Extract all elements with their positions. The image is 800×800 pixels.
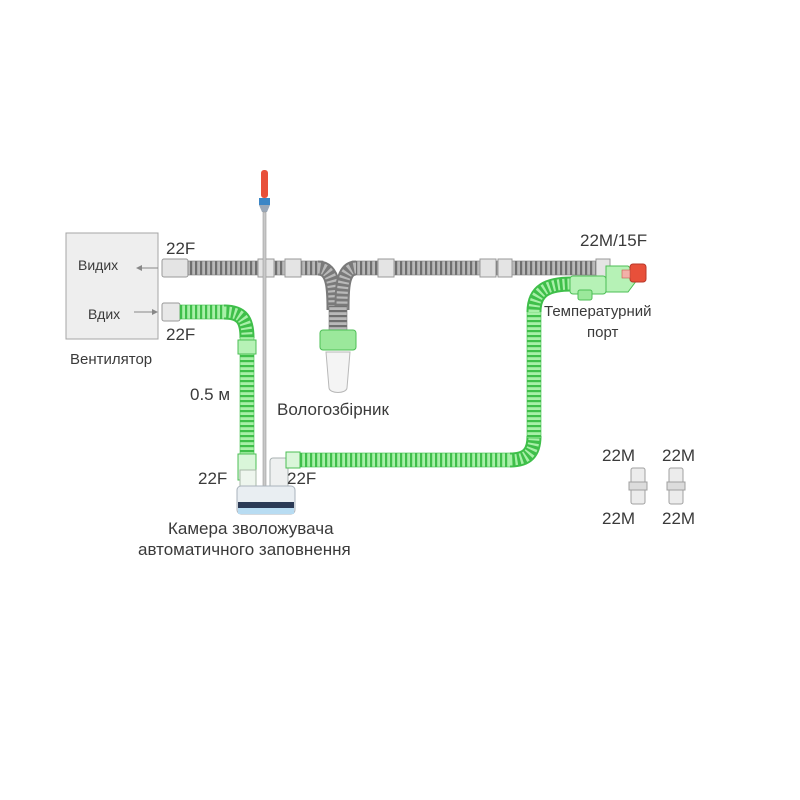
humidifier-label-line1: Камера зволожувача	[168, 519, 334, 538]
port-label-humidifier-out: 22F	[287, 469, 316, 488]
humidifier-band	[238, 502, 294, 508]
humidifier-chamber: Камера зволожувача автоматичного заповне…	[138, 457, 351, 559]
ventilator-name: Вентилятор	[70, 351, 152, 368]
adapter-2: 22M 22M	[662, 446, 695, 528]
water-trap-cup	[325, 351, 351, 393]
temperature-port-label-line2: порт	[587, 324, 618, 341]
ventilator-inhale-label: Вдих	[88, 306, 120, 322]
temperature-port-label-line1: Температурний	[544, 303, 652, 320]
adapter-1-top-label: 22M	[602, 446, 635, 465]
water-trap-collar	[319, 329, 357, 351]
water-trap-label: Вологозбірник	[277, 400, 390, 419]
adapter-2-top-label: 22M	[662, 446, 695, 465]
port-label-humidifier-in: 22F	[198, 469, 227, 488]
humidifier-label-line2: автоматичного заповнення	[138, 540, 351, 559]
probe-red-tip	[261, 170, 268, 198]
probe-blue-collar	[259, 198, 270, 205]
y-piece	[569, 263, 647, 301]
adapter-1-bottom-label: 22M	[602, 509, 635, 528]
port-label-patient-end: 22M/15F	[580, 231, 647, 250]
port-label-vent-inhale: 22F	[166, 325, 195, 344]
temperature-port	[577, 289, 593, 301]
ventilator-box	[65, 232, 159, 340]
water-trap: Вологозбірник	[277, 329, 390, 419]
port-label-vent-exhale: 22F	[166, 239, 195, 258]
exhale-connector-vent	[161, 258, 189, 278]
ventilator: Видих Вдих Вентилятор	[65, 232, 159, 368]
exhale-tube-left	[187, 260, 324, 276]
patient-connector-cap	[629, 263, 647, 283]
ventilator-exhale-label: Видих	[78, 257, 118, 273]
adapter-2-bottom-label: 22M	[662, 509, 695, 528]
exhale-coupler-2	[284, 258, 302, 278]
exhale-coupler-3	[377, 258, 395, 278]
inhale-limb-heated	[285, 276, 573, 469]
exhale-coupler-4	[479, 258, 497, 278]
inhale-connector-vent	[161, 302, 181, 322]
temperature-probe	[259, 170, 270, 488]
length-label: 0.5 м	[190, 385, 230, 404]
exhale-curve-right	[334, 260, 358, 311]
adapter-1: 22M 22M	[602, 446, 648, 528]
inhale-limb-dry	[161, 302, 257, 481]
inhale-arrow-icon	[134, 309, 158, 315]
probe-wire	[262, 211, 267, 488]
exhale-arrow-icon	[136, 265, 158, 271]
exhale-coupler-5	[497, 258, 513, 278]
humidifier-water	[238, 508, 294, 514]
